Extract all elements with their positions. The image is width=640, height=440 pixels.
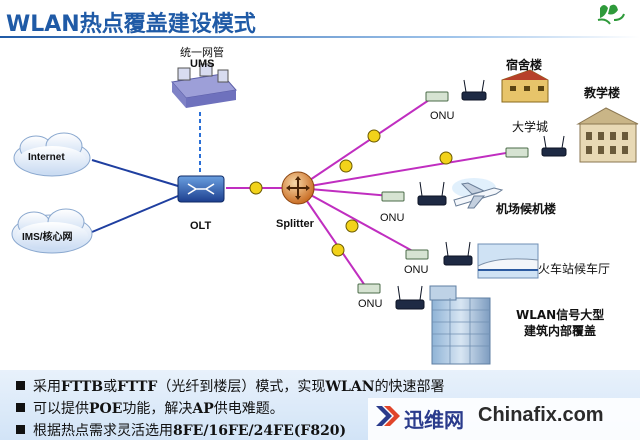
bullet-square-icon xyxy=(16,403,25,412)
internet-label: Internet xyxy=(28,152,65,163)
fiber-link-university xyxy=(297,151,513,189)
onu-label-station: ONU xyxy=(404,264,429,276)
onu-label-airport: ONU xyxy=(380,212,405,224)
teaching-building-icon xyxy=(576,107,639,163)
ums-label: UMS xyxy=(190,58,215,70)
page-title: WLAN热点覆盖建设模式 xyxy=(6,12,256,37)
internet-cloud-icon xyxy=(13,132,91,177)
fiber-link-station xyxy=(297,187,419,255)
bullet-square-icon xyxy=(16,425,25,434)
bullet-item: 可以提供POE功能，解决AP供电难题。 xyxy=(16,398,284,418)
watermark-en: Chinafix.com xyxy=(478,404,604,426)
dorm-building-icon xyxy=(501,69,549,103)
network-diagram xyxy=(11,63,639,365)
onu-label-building: ONU xyxy=(358,298,383,310)
ims-label: IMS/核心网 xyxy=(22,232,73,243)
wireless-ap-icons xyxy=(395,79,567,310)
expo-logo-icon xyxy=(597,4,625,25)
onu-label-dorm: ONU xyxy=(430,110,455,122)
connector-badges xyxy=(249,129,453,257)
uplink-ims xyxy=(91,195,179,233)
site-dorm-label: 宿舍楼 xyxy=(506,58,543,72)
large-building-icon xyxy=(429,285,491,365)
bullet-item: 采用FTTB或FTTF（光纤到楼层）模式，实现WLAN的快速部署 xyxy=(16,376,445,396)
site-building-line2: 建筑内部覆盖 xyxy=(524,324,597,338)
splitter-icon xyxy=(281,171,315,205)
uplink-internet xyxy=(91,159,179,187)
olt-switch-icon xyxy=(177,175,225,203)
site-university-label: 大学城 xyxy=(512,120,549,134)
splitter-label: Splitter xyxy=(276,218,314,230)
bullet-item: 根据热点需求灵活选用8FE/16FE/24FE(F820) xyxy=(16,420,346,440)
ims-cloud-icon xyxy=(11,208,93,254)
watermark-logo-icon xyxy=(376,406,400,426)
site-airport-label: 机场候机楼 xyxy=(496,202,557,216)
olt-label: OLT xyxy=(190,220,212,232)
bullet-square-icon xyxy=(16,381,25,390)
train-station-icon xyxy=(477,243,539,279)
site-building-line1: WLAN信号大型 xyxy=(516,308,605,322)
ums-workstation-icon xyxy=(171,63,237,108)
onu-devices-icon xyxy=(357,91,529,294)
watermark-cn: 迅维网 xyxy=(404,408,464,432)
ums-caption: 统一网管 xyxy=(180,46,224,59)
fiber-link-dorm xyxy=(297,97,433,189)
site-station-label: 火车站候车厅 xyxy=(538,262,611,276)
watermark-bg xyxy=(368,398,640,440)
fiber-link-building xyxy=(297,187,369,291)
title-underline xyxy=(0,36,640,38)
airplane-icon xyxy=(452,178,504,209)
site-teaching-label: 教学楼 xyxy=(584,86,621,100)
